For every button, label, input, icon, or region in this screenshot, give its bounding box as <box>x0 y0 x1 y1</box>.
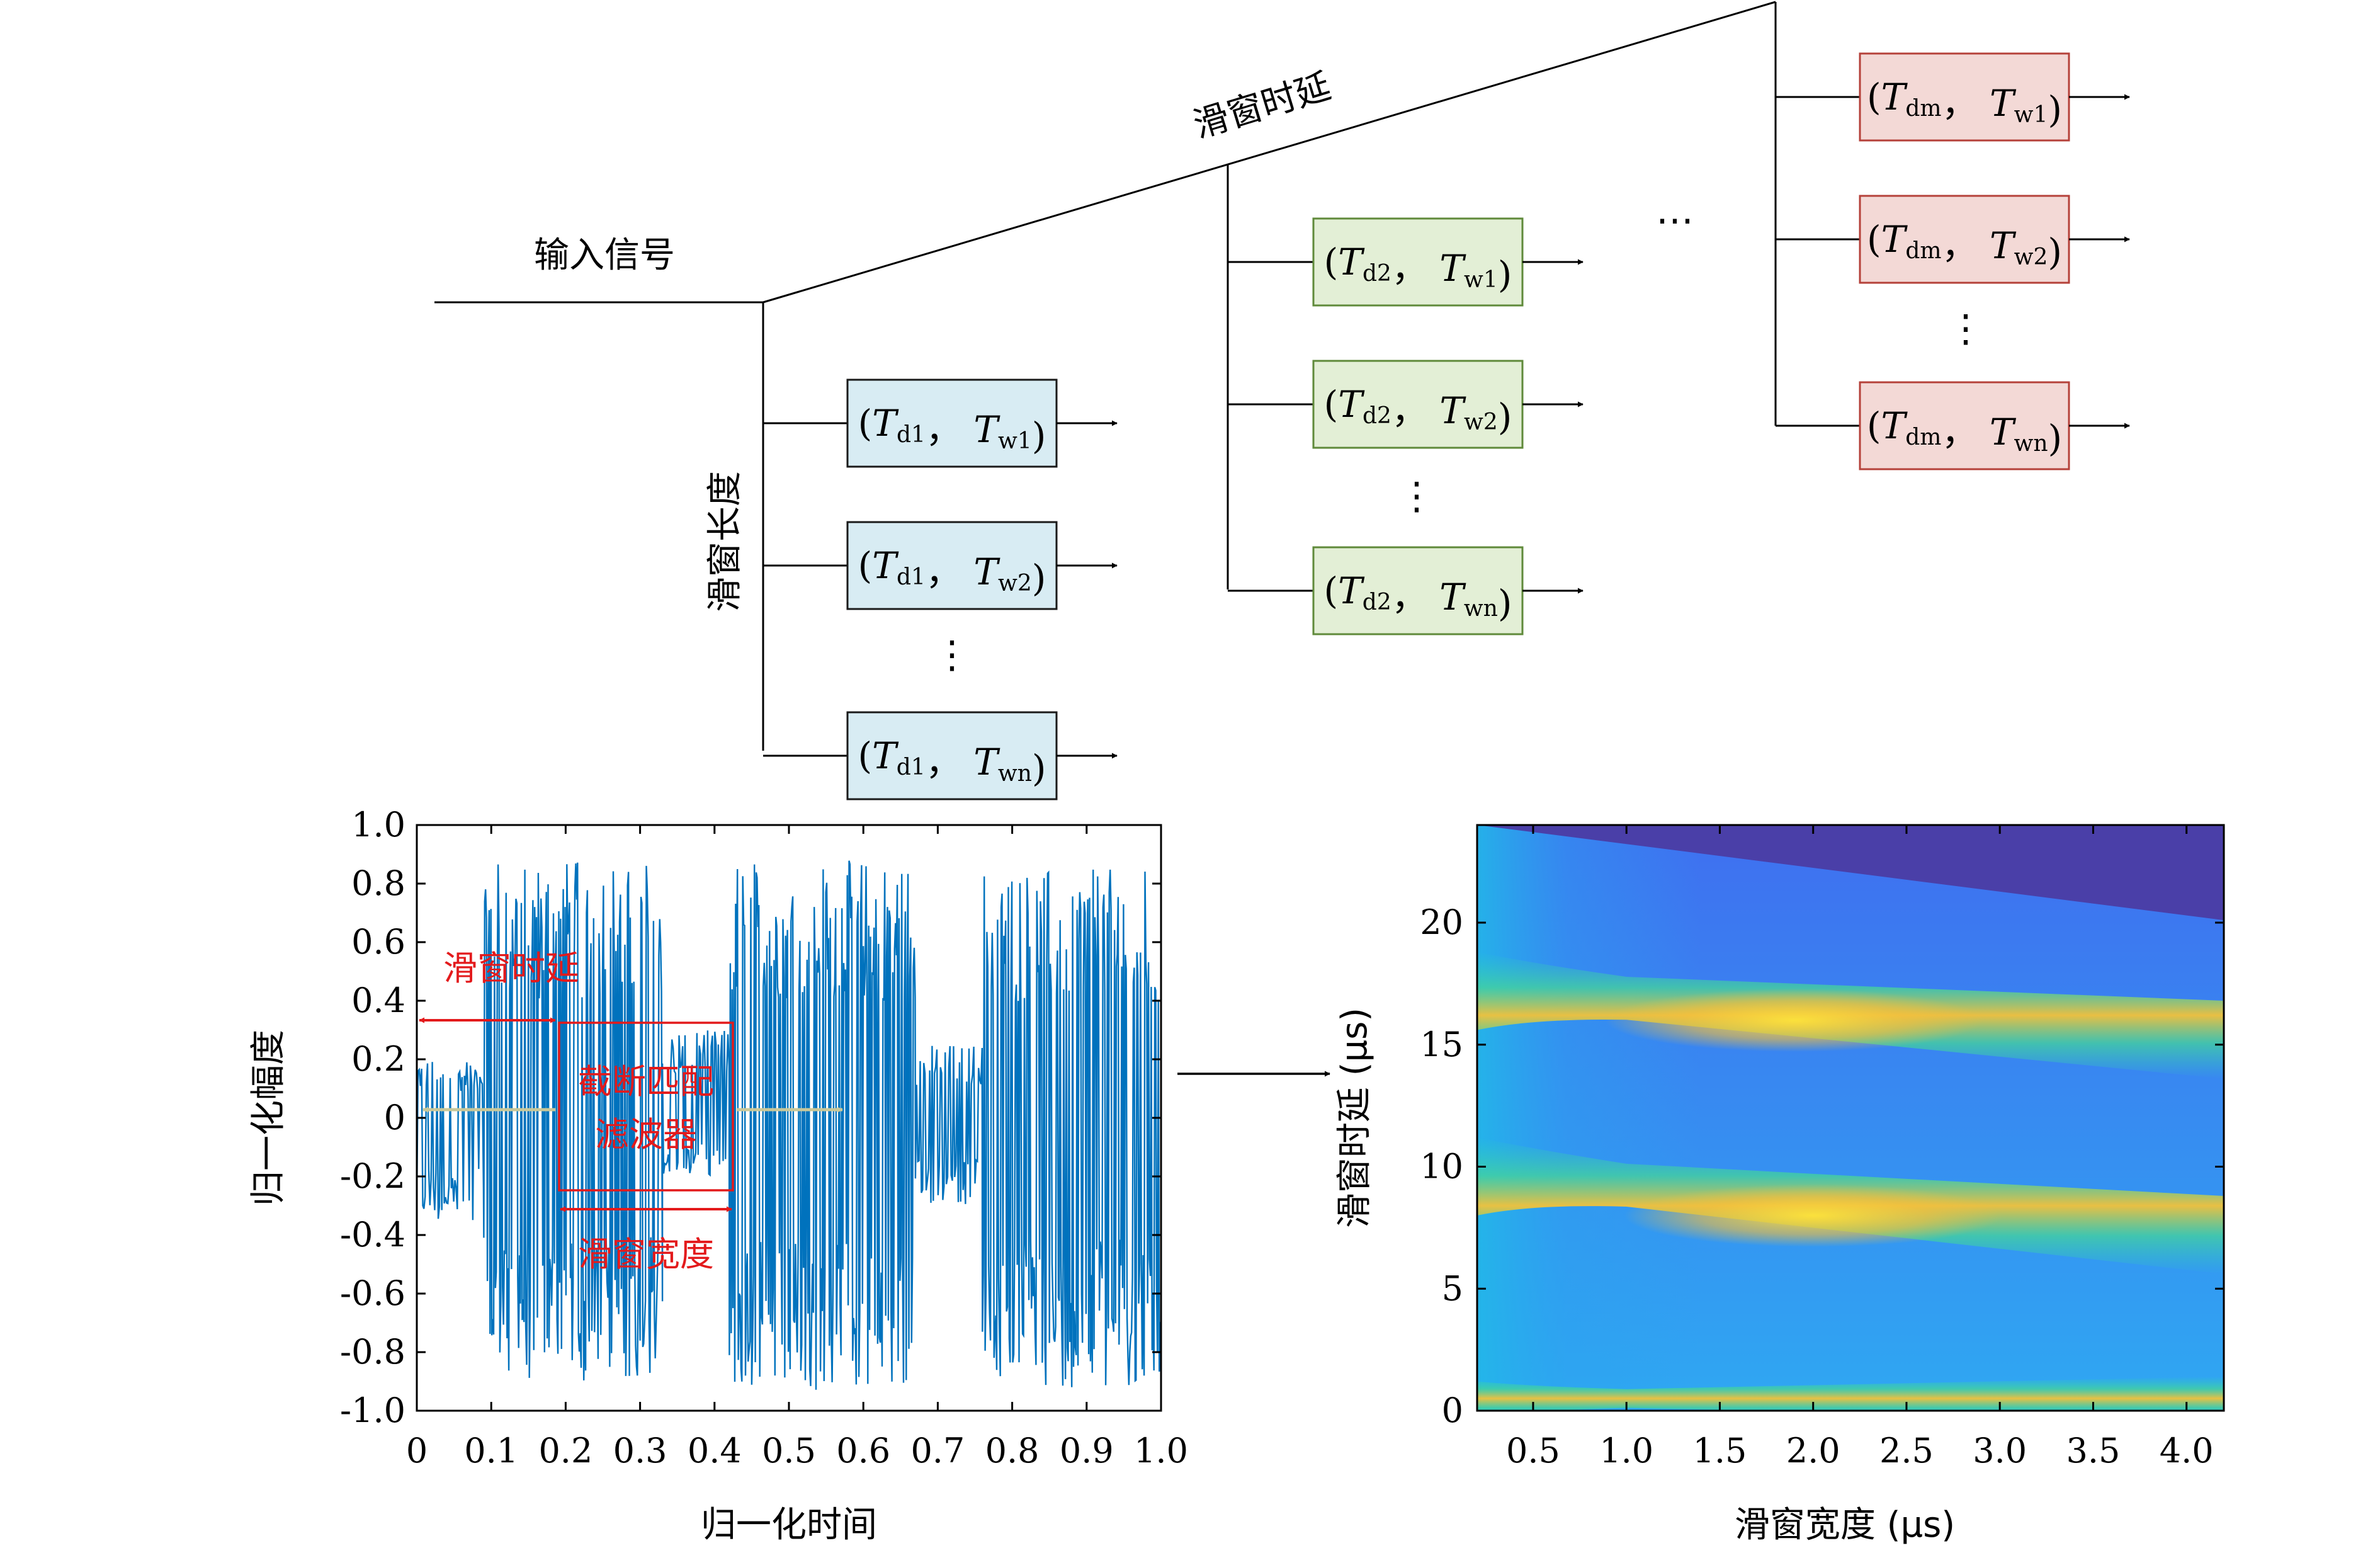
window-box-label: (Td1， Twn) <box>858 734 1046 790</box>
sliding-delay-label: 滑窗时延 <box>1189 65 1335 146</box>
window-box <box>1859 381 2070 470</box>
heatmap-xlabel: 滑窗宽度 (μs) <box>1735 1505 1955 1545</box>
signal-plot: 0 0.1 0.2 0.3 0.4 0.5 0.6 0.7 0.8 0.9 1.0 1.0 0.8 0.6… <box>248 805 1188 1545</box>
signal-ytick-label: 1.0 <box>351 805 405 845</box>
heatmap-plot: 0.5 1.0 1.5 2.0 2.5 3.0 3.5 4.0 20 15 10 5 0 滑窗宽度 (μ… <box>1334 824 2225 1545</box>
sliding-window-tree <box>434 1 1777 751</box>
group2-vertical-ellipsis: ⋮ <box>1398 474 1436 518</box>
heatmap-xtick-label: 2.5 <box>1879 1431 1934 1471</box>
window-box-label: (Tdm， Twn) <box>1867 404 2062 460</box>
window-box-label: (Td2， Twn) <box>1323 569 1512 625</box>
signal-xtick-label: 0.4 <box>688 1431 742 1471</box>
window-boxes: (Td1， Tw1) (Td1， Tw2) (Td1， Twn) (Td2， Tw1)… <box>763 52 2130 800</box>
window-box-d2-w1: (Td2， Tw1) <box>1228 217 1584 307</box>
heatmap-xtick-label: 2.0 <box>1786 1431 1840 1471</box>
window-box-dm-w1: (Tdm， Tw1) <box>1776 52 2130 142</box>
heatmap-hotspot-mid <box>1624 1184 2002 1247</box>
heatmap-ytick-label: 20 <box>1420 902 1463 942</box>
window-box-d1-w2: (Td1， Tw2) <box>763 521 1118 610</box>
window-box-d1-w1: (Td1， Tw1) <box>763 378 1118 468</box>
window-box <box>846 521 1058 610</box>
window-box-dm-w2: (Tdm， Tw2) <box>1776 195 2130 284</box>
window-box-label: (Tdm， Tw2) <box>1867 218 2062 273</box>
signal-ytick-label: 0.2 <box>351 1039 405 1079</box>
heatmap-xtick-label: 0.5 <box>1506 1431 1560 1471</box>
signal-ytick-label: 0.4 <box>351 981 405 1020</box>
signal-xtick-label: 0.9 <box>1060 1431 1114 1471</box>
heatmap-ytick-label: 0 <box>1442 1391 1463 1430</box>
window-box-d1-wn: (Td1， Twn) <box>763 711 1118 800</box>
signal-ylabel: 归一化幅度 <box>248 1030 289 1206</box>
group3-vertical-ellipsis: ⋮ <box>1947 307 1985 351</box>
delay-annotation: 滑窗时延 <box>443 948 579 988</box>
delay-line <box>762 1 1776 304</box>
signal-ytick-label: -1.0 <box>340 1391 405 1430</box>
signal-xtick-label: 0.6 <box>836 1431 890 1471</box>
signal-ytick-label: -0.4 <box>340 1215 405 1255</box>
window-box-label: (Td2， Tw1) <box>1324 241 1512 296</box>
signal-xtick-label: 0.3 <box>613 1431 667 1471</box>
window-box-label: (Td1， Tw1) <box>858 402 1046 457</box>
signal-xtick-label: 0.1 <box>464 1431 518 1471</box>
signal-ytick-label: -0.2 <box>340 1156 405 1196</box>
signal-ytick-label: -0.6 <box>340 1273 405 1313</box>
window-box <box>846 378 1058 468</box>
heatmap-xtick-label: 3.0 <box>1973 1431 2027 1471</box>
window-box-label: (Td2， Tw2) <box>1324 383 1512 438</box>
filter-window-box <box>558 1022 734 1192</box>
window-box-d2-wn: (Td2， Twn) <box>1228 546 1584 635</box>
window-box <box>1312 217 1524 307</box>
filter-annotation-line1: 截断匹配 <box>578 1062 714 1101</box>
heatmap-axis-ticks: 0.5 1.0 1.5 2.0 2.5 3.0 3.5 4.0 20 15 10 5 0 <box>1420 825 2224 1471</box>
window-box <box>1312 360 1524 449</box>
signal-xtick-label: 0.5 <box>762 1431 816 1471</box>
heatmap-invalid-region <box>1477 825 2224 921</box>
window-box <box>846 711 1058 800</box>
signal-xtick-label: 0.8 <box>985 1431 1040 1471</box>
signal-xtick-label: 0.7 <box>910 1431 965 1471</box>
sliding-length-label: 滑窗长度 <box>705 471 745 612</box>
signal-xlabel: 归一化时间 <box>701 1505 877 1545</box>
signal-ytick-label: 0 <box>384 1098 405 1137</box>
signal-xtick-label: 0 <box>406 1431 428 1471</box>
group1-vertical-ellipsis: ⋮ <box>933 633 971 677</box>
signal-ytick-label: 0.8 <box>351 863 405 903</box>
window-box <box>1859 195 2070 284</box>
heatmap-hotspot-high <box>1606 989 1984 1052</box>
heatmap-xtick-label: 1.0 <box>1599 1431 1653 1471</box>
signal-ytick-label: -0.8 <box>340 1332 405 1372</box>
horizontal-ellipsis: ⋯ <box>1656 198 1694 242</box>
signal-ytick-label: 0.6 <box>351 922 405 962</box>
heatmap-left-glow <box>1477 825 2224 1411</box>
window-box-label: (Td1， Tw2) <box>858 544 1046 600</box>
signal-xtick-label: 1.0 <box>1134 1431 1188 1471</box>
heatmap-xtick-label: 1.5 <box>1693 1431 1747 1471</box>
window-box-dm-wn: (Tdm， Twn) <box>1776 381 2130 470</box>
heatmap-xtick-label: 3.5 <box>2066 1431 2121 1471</box>
filter-annotation-line2: 滤波器 <box>595 1115 697 1154</box>
heatmap-ylabel: 滑窗时延 (μs) <box>1334 1008 1375 1228</box>
heatmap-ytick-label: 5 <box>1442 1268 1463 1308</box>
heatmap-band-low <box>1477 1376 2224 1411</box>
window-box <box>1312 546 1524 635</box>
window-box-label: (Tdm， Tw1) <box>1867 76 2062 131</box>
signal-xtick-label: 0.2 <box>538 1431 592 1471</box>
signal-axis-ticks: 0 0.1 0.2 0.3 0.4 0.5 0.6 0.7 0.8 0.9 1.0 1.0 0.8 0.6… <box>340 805 1188 1471</box>
input-signal-label: 输入信号 <box>534 235 675 276</box>
width-annotation: 滑窗宽度 <box>578 1234 714 1274</box>
signal-series <box>417 860 1161 1390</box>
heatmap-xtick-label: 4.0 <box>2160 1431 2214 1471</box>
heatmap-ytick-label: 15 <box>1420 1025 1463 1064</box>
heatmap-ytick-label: 10 <box>1420 1147 1463 1187</box>
heatmap-frame <box>1476 824 2225 1412</box>
window-box-d2-w2: (Td2， Tw2) <box>1228 360 1584 449</box>
